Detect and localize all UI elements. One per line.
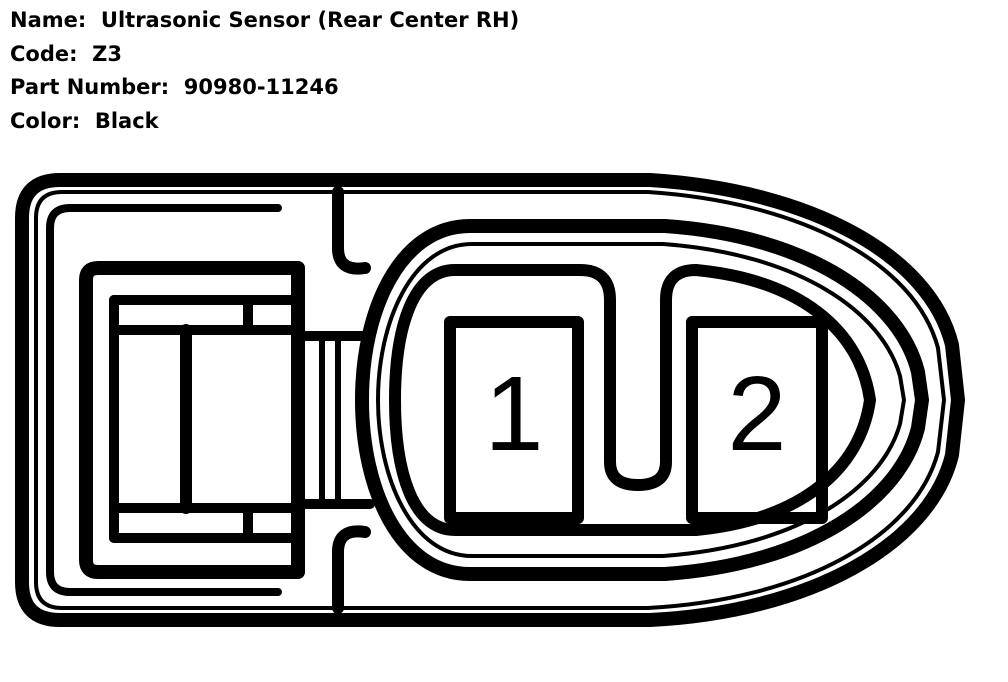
pin-1-label: 1 [485,355,544,473]
connector-info: Name: Ultrasonic Sensor (Rear Center RH)… [10,4,519,138]
name-value: Ultrasonic Sensor (Rear Center RH) [100,8,520,32]
code-label: Code: [10,41,78,66]
code-row: Code: Z3 [10,38,519,72]
bottom-tab [332,525,371,614]
name-row: Name: Ultrasonic Sensor (Rear Center RH) [10,4,519,38]
housing-outer-inner-line [34,190,946,610]
part-number-value: 90980-11246 [183,75,339,99]
cavity-inner-line [376,242,906,558]
cavity-outer [355,219,929,581]
pin-1-terminal [444,316,584,524]
color-row: Color: Black [10,105,519,139]
top-tab [332,186,371,275]
pin-2-terminal [686,316,828,524]
color-value: Black [94,108,159,133]
part-number-row: Part Number: 90980-11246 [10,71,519,105]
name-label: Name: [10,8,87,32]
part-number-label: Part Number: [10,75,170,99]
latch-outer [79,261,305,579]
pin-2-label: 2 [728,355,787,473]
code-value: Z3 [92,41,122,66]
inner-frame [46,204,282,596]
housing-outer [15,173,965,627]
cavity-contour [389,264,876,536]
color-label: Color: [10,108,81,133]
